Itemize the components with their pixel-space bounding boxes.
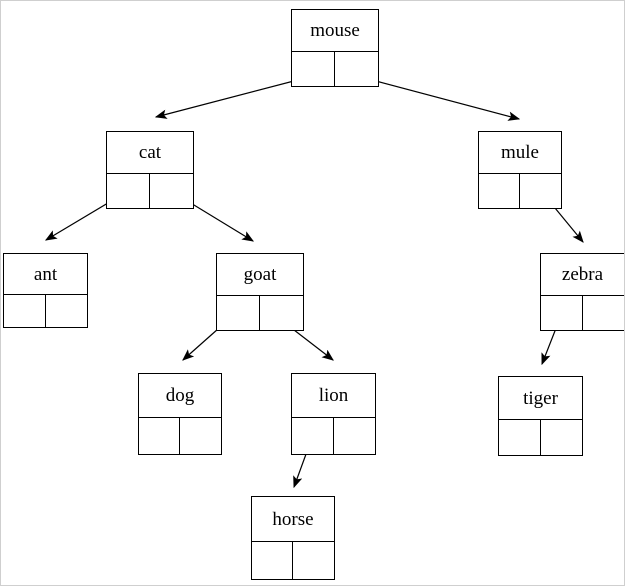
node-label: cat	[107, 132, 193, 174]
node-pointer-cells	[499, 420, 582, 455]
node-left-pointer-cell[interactable]	[217, 296, 260, 330]
node-left-pointer-cell[interactable]	[139, 418, 180, 454]
node-left-pointer-cell[interactable]	[292, 52, 335, 86]
tree-node-mule[interactable]: mule	[478, 131, 562, 209]
node-left-pointer-cell[interactable]	[252, 542, 293, 579]
node-label: ant	[4, 254, 87, 295]
node-left-pointer-cell[interactable]	[499, 420, 541, 455]
node-label: zebra	[541, 254, 624, 296]
tree-node-cat[interactable]: cat	[106, 131, 194, 209]
node-pointer-cells	[217, 296, 303, 330]
node-pointer-cells	[139, 418, 221, 454]
node-pointer-cells	[107, 174, 193, 208]
tree-node-ant[interactable]: ant	[3, 253, 88, 328]
edge-mouse-left-to-cat	[154, 75, 314, 119]
node-label: mouse	[292, 10, 378, 52]
node-label: lion	[292, 374, 375, 418]
node-left-pointer-cell[interactable]	[4, 295, 46, 327]
node-left-pointer-cell[interactable]	[292, 418, 334, 454]
tree-node-horse[interactable]: horse	[251, 496, 335, 580]
node-label: tiger	[499, 377, 582, 420]
node-right-pointer-cell[interactable]	[582, 296, 624, 330]
node-right-pointer-cell[interactable]	[180, 418, 221, 454]
tree-node-mouse[interactable]: mouse	[291, 9, 379, 87]
node-pointer-cells	[292, 52, 378, 86]
tree-node-zebra[interactable]: zebra	[540, 253, 624, 331]
node-right-pointer-cell[interactable]	[45, 295, 87, 327]
node-label: dog	[139, 374, 221, 418]
node-pointer-cells	[292, 418, 375, 454]
node-label: goat	[217, 254, 303, 296]
tree-node-dog[interactable]: dog	[138, 373, 222, 455]
node-label: horse	[252, 497, 334, 542]
node-right-pointer-cell[interactable]	[335, 52, 378, 86]
node-label: mule	[479, 132, 561, 174]
node-pointer-cells	[479, 174, 561, 208]
node-right-pointer-cell[interactable]	[293, 542, 334, 579]
node-right-pointer-cell[interactable]	[520, 174, 561, 208]
node-left-pointer-cell[interactable]	[107, 174, 150, 208]
tree-node-lion[interactable]: lion	[291, 373, 376, 455]
edge-mouse-right-to-mule	[356, 75, 521, 121]
node-pointer-cells	[252, 542, 334, 579]
node-left-pointer-cell[interactable]	[541, 296, 583, 330]
tree-node-goat[interactable]: goat	[216, 253, 304, 331]
node-right-pointer-cell[interactable]	[260, 296, 303, 330]
tree-node-tiger[interactable]: tiger	[498, 376, 583, 456]
node-pointer-cells	[4, 295, 87, 327]
node-right-pointer-cell[interactable]	[540, 420, 582, 455]
node-left-pointer-cell[interactable]	[479, 174, 520, 208]
node-pointer-cells	[541, 296, 624, 330]
node-right-pointer-cell[interactable]	[150, 174, 193, 208]
node-right-pointer-cell[interactable]	[333, 418, 375, 454]
